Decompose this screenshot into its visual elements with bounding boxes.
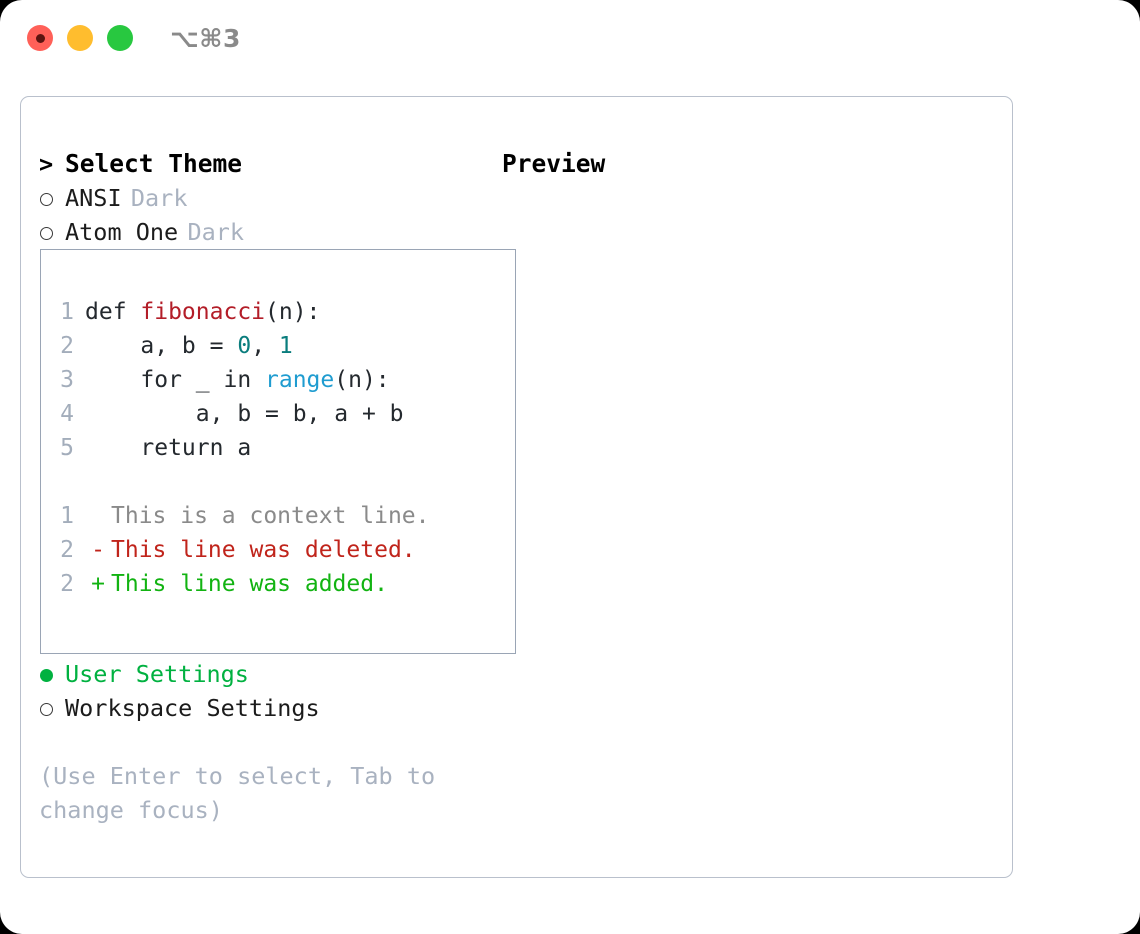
theme-radio [39,181,65,215]
theme-name: ANSI [65,184,122,212]
theme-name: Atom One [65,218,179,246]
line-number: 5 [60,435,74,461]
diff-line: 1 This is a context line. [41,499,515,533]
caret-icon: > [39,150,54,178]
code-line: 1 def fibonacci(n): [41,295,515,329]
code-token-call: range [265,367,335,393]
keyboard-hint-line-2: change focus) [39,796,223,824]
code-line: 5 return a [41,431,515,465]
diff-marker: - [91,537,105,563]
maximize-button[interactable] [107,25,133,51]
code-token-plain: (n): [265,299,321,325]
theme-variant-tag: Dark [187,218,245,246]
radio-unselected-icon [40,227,53,240]
diff-text: This line was added. [111,571,388,597]
code-text: a, b = b, a + b [85,397,404,431]
line-number: 1 [60,503,74,529]
code-blank-line [41,465,515,499]
code-line: 4 a, b = b, a + b [41,397,515,431]
code-token-plain: def [85,299,141,325]
theme-radio [39,215,65,249]
code-token-plain: (n): [334,367,390,393]
code-text: def fibonacci(n): [85,295,320,329]
diff-sample: 1 This is a context line. 2-This line was … [41,499,515,601]
keyboard-shortcut-label: ⌥⌘3 [170,24,241,53]
apply-to-item[interactable]: User Settings [39,657,489,691]
line-number: 1 [60,299,74,325]
line-number: 2 [60,571,74,597]
code-line: 3 for _ in range(n): [41,363,515,397]
line-number: 2 [60,537,74,563]
window-controls [27,25,133,51]
code-token-num: 0 [237,333,252,359]
apply-to-item[interactable]: Workspace Settings [39,691,489,725]
diff-line: 2 +This line was added. [41,567,515,601]
code-text: for _ in range(n): [85,363,390,397]
diff-text: This line was deleted. [111,537,416,563]
code-token-plain: return a [85,435,252,461]
apply-to-label: User Settings [65,660,249,688]
theme-list-item[interactable]: Atom One Dark [39,215,489,249]
radio-unselected-icon [40,193,53,206]
keyboard-hint: (Use Enter to select, Tab to change focu… [39,759,459,827]
code-line: 2 a, b = 0, 1 [41,329,515,363]
code-token-num: 1 [278,333,293,359]
radio-selected-icon [40,669,53,682]
code-token-plain: a, b = [85,333,238,359]
apply-to-label: Workspace Settings [65,694,320,722]
preview-title: Preview [502,149,606,178]
apply-to-radio [39,657,65,691]
line-number: 4 [60,401,74,427]
radio-unselected-icon [40,703,53,716]
code-text: a, b = 0, 1 [85,329,293,363]
preview-column: Preview [502,147,1002,181]
code-token-plain: a, b = b, a + b [85,401,404,427]
line-number: 2 [60,333,74,359]
diff-line: 2-This line was deleted. [41,533,515,567]
close-button[interactable] [27,25,53,51]
code-text: return a [85,431,251,465]
select-theme-header: > Select Theme [39,147,489,181]
diff-marker: + [91,571,105,597]
title-bar: ⌥⌘3 [0,0,1140,78]
theme-variant-tag: Dark [130,184,188,212]
apply-to-radio [39,691,65,725]
minimize-button[interactable] [67,25,93,51]
code-token-fn: fibonacci [140,299,266,325]
keyboard-hint-line-1: (Use Enter to select, Tab to [39,762,436,790]
theme-list-item[interactable]: ANSI Dark [39,181,489,215]
diff-text: This is a context line. [111,503,430,529]
code-token-plain: , [251,333,279,359]
line-number: 3 [60,367,74,393]
code-token-plain: for _ in [85,367,266,393]
